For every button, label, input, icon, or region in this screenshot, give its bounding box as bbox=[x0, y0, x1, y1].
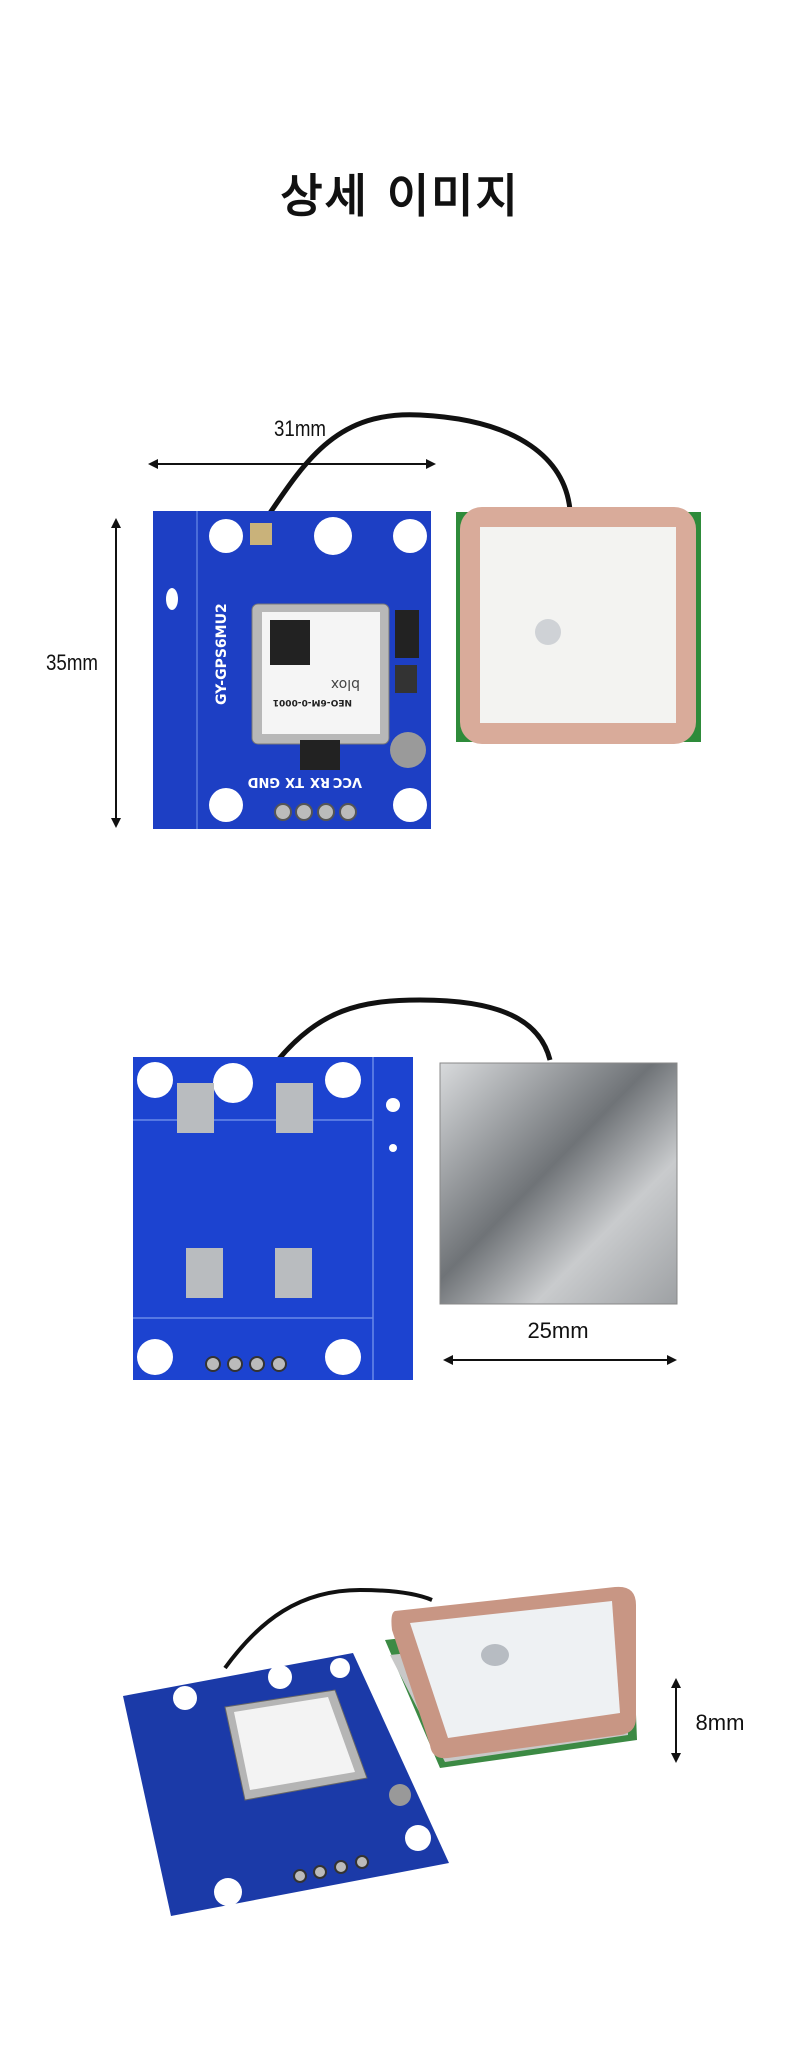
page-title: 상세 이미지 bbox=[280, 169, 520, 223]
backup-battery bbox=[390, 732, 426, 768]
regulator-ic bbox=[300, 740, 340, 770]
height-label-35mm: 35mm bbox=[46, 650, 98, 675]
back-view-photo bbox=[133, 997, 678, 1380]
pin-headers bbox=[205, 1356, 287, 1372]
pin-label-vcc: VCC bbox=[333, 774, 362, 789]
pcb-board-back bbox=[133, 1057, 413, 1380]
solder-pads bbox=[177, 1083, 313, 1298]
pin-headers bbox=[293, 1855, 369, 1883]
pin-label-gnd: GND bbox=[247, 774, 280, 789]
board-model-label: GY-GPS6MU2 bbox=[214, 603, 230, 705]
antenna-cable bbox=[223, 1587, 433, 1670]
width-label-25mm: 25mm bbox=[527, 1318, 589, 1343]
chip-ic bbox=[395, 610, 419, 658]
antenna-cable bbox=[252, 412, 573, 537]
pin-label-rx: RX bbox=[310, 774, 330, 789]
height-label-8mm: 8mm bbox=[695, 1710, 745, 1735]
width-label-31mm: 31mm bbox=[274, 416, 326, 441]
antenna-cable bbox=[276, 997, 553, 1062]
module-brand: blox bbox=[331, 676, 360, 692]
pin-headers bbox=[274, 803, 357, 821]
front-view-photo: NEO-6M-0-0001 blox GY-GPS6MU2 VCC RX TX … bbox=[111, 412, 701, 829]
pin-label-tx: TX bbox=[285, 774, 304, 789]
module-label: NEO-6M-0-0001 bbox=[273, 697, 352, 707]
qr-code bbox=[270, 620, 310, 665]
ufl-connector bbox=[250, 523, 272, 545]
angled-view-photo bbox=[123, 1586, 681, 1916]
antenna-shield bbox=[439, 1062, 678, 1305]
